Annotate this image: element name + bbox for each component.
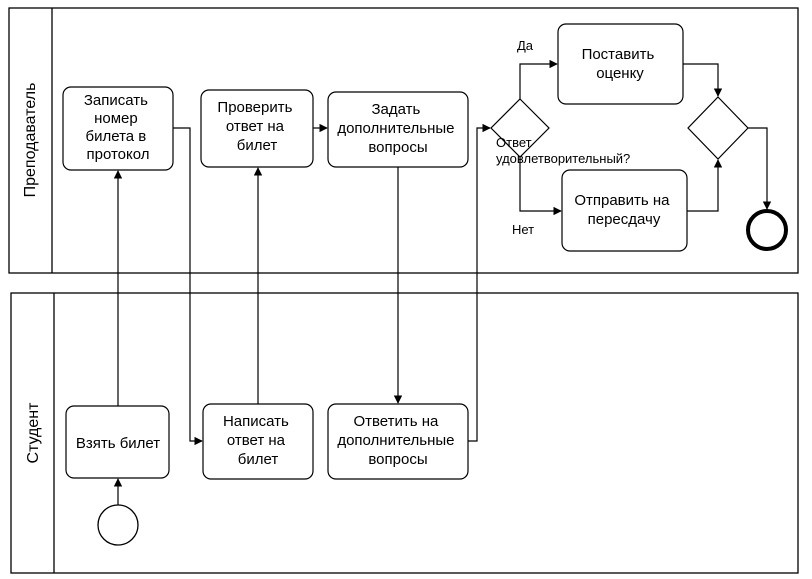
flow-record-to-write <box>173 127 203 446</box>
flow-grade-to-merge <box>683 63 723 97</box>
flow-merge-to-end <box>748 127 772 210</box>
start-event <box>97 504 139 546</box>
no-label: Нет <box>512 222 534 237</box>
task-give-grade-label: Поставить оценку <box>582 46 659 82</box>
task-give-grade <box>557 23 684 105</box>
teacher-lane-label: Преподаватель <box>22 83 39 198</box>
task-check-answer-label: Проверить ответ на билет <box>217 99 296 154</box>
merge-gateway <box>687 96 749 160</box>
task-write-answer-label: Написать ответ на билет <box>223 413 293 468</box>
flow-gateway-no <box>519 157 562 216</box>
gateway-question-label: Ответ удовлетворительный? <box>496 135 630 166</box>
task-record-ticket-label: Записать номер билета в протокол <box>84 92 152 163</box>
task-send-retake-label: Отправить на пересдачу <box>574 192 673 228</box>
flow-answer-to-gateway <box>468 123 491 442</box>
yes-label: Да <box>517 38 534 53</box>
end-event <box>746 209 788 251</box>
flow-retake-to-merge <box>687 159 723 212</box>
task-answer-questions-label: Ответить на дополнительные вопросы <box>337 413 458 468</box>
task-take-ticket-label: Взять билет <box>76 435 160 452</box>
student-lane-label: Студент <box>25 402 42 464</box>
flow-gateway-yes <box>519 59 558 99</box>
task-ask-questions-label: Задать дополнительные вопросы <box>337 101 458 156</box>
